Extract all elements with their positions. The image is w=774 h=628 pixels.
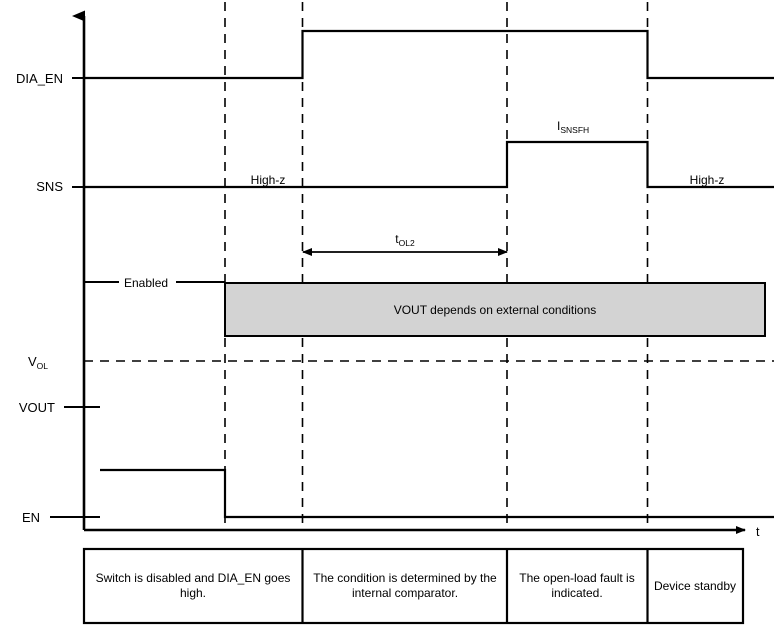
isnsfh-base: I <box>557 119 560 133</box>
vol-base: V <box>28 354 37 369</box>
vout-condition-band-label: VOUT depends on external conditions <box>394 303 597 317</box>
waveform-dia-en <box>84 29 774 80</box>
signal-label-sns: SNS <box>36 179 63 194</box>
caption-phase-2-line1: The condition is determined by the <box>313 571 497 585</box>
caption-phase-1-line2: high. <box>180 586 206 600</box>
caption-phase-3-line1: The open-load fault is <box>519 571 634 585</box>
annotation-high-z-left: High-z <box>251 173 286 187</box>
tol2-subscript: OL2 <box>399 238 415 248</box>
caption-phase-3-line2: indicated. <box>551 586 602 600</box>
caption-box-outline <box>82 547 745 625</box>
caption-phase-1-line1: Switch is disabled and DIA_EN goes <box>96 571 291 585</box>
vol-subscript: OL <box>37 361 49 371</box>
caption-phase-2-line2: internal comparator. <box>352 586 458 600</box>
x-axis-label: t <box>756 525 760 539</box>
waveform-en <box>100 468 774 519</box>
tol2-base: t <box>395 232 399 246</box>
annotation-high-z-right: High-z <box>690 173 725 187</box>
level-label-enabled: Enabled <box>124 276 168 290</box>
signal-label-dia-en: DIA_EN <box>16 71 63 86</box>
waveform-sns <box>84 140 774 189</box>
vout-condition-band <box>224 282 766 337</box>
signal-label-vout: VOUT <box>19 400 55 415</box>
annotation-tol2: tOL2 <box>395 232 415 248</box>
isnsfh-subscript: SNSFH <box>560 125 589 135</box>
annotation-isnsfh: ISNSFH <box>557 119 589 135</box>
caption-phase-4-line1: Device standby <box>654 579 736 593</box>
level-label-vol: VOL <box>28 354 48 371</box>
signal-label-en: EN <box>22 510 40 525</box>
